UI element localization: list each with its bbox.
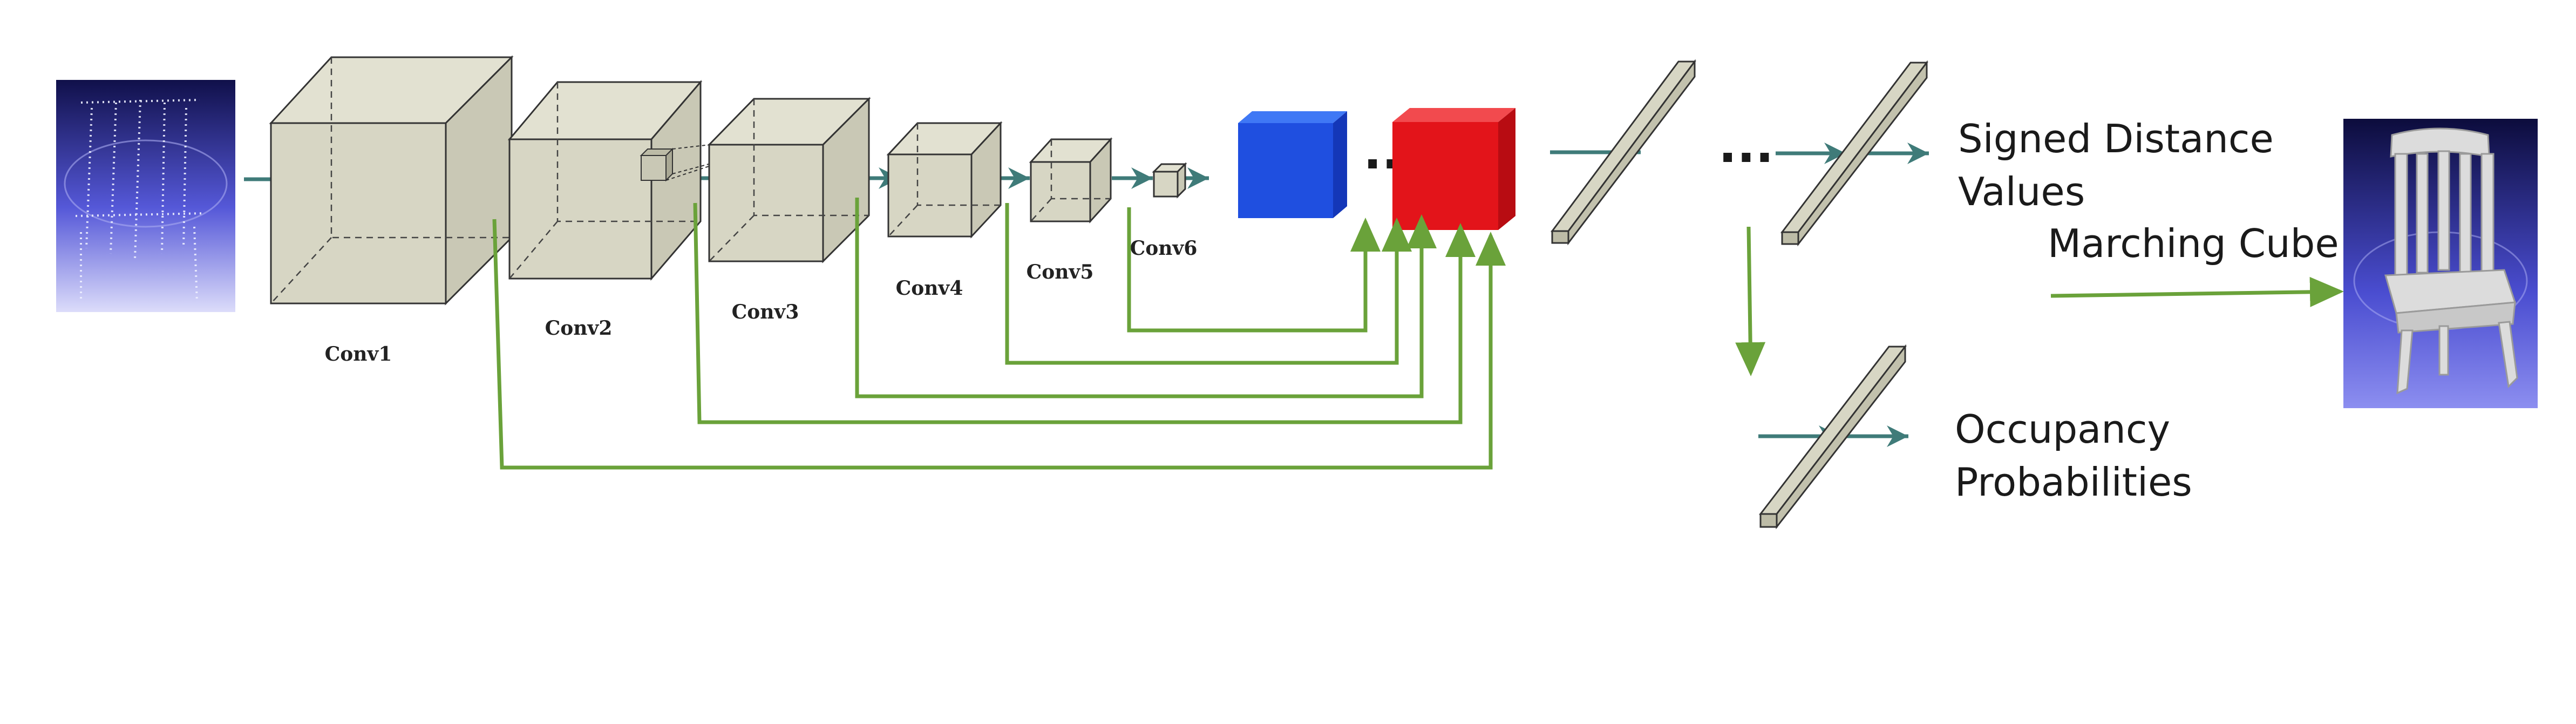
flow-arrow-12 — [1840, 425, 1908, 447]
conv5-block — [1029, 137, 1113, 224]
conv5-label: Conv5 — [1027, 261, 1094, 283]
occupancy-label-line2: Probabilities — [1955, 459, 2192, 505]
fc-layer-1 — [1551, 59, 1696, 246]
sdf-label-line1: Signed Distance — [1958, 116, 2274, 161]
mesh-chair-icon — [2343, 119, 2538, 408]
occupancy-label-line1: Occupancy — [1955, 407, 2170, 452]
ellipsis-fc: ... — [1718, 117, 1774, 174]
conv2-block — [507, 79, 747, 281]
sdf-label-line2: Values — [1958, 169, 2085, 214]
fc-layer-occupancy — [1758, 344, 1907, 530]
marching-cube-label: Marching Cube — [2048, 221, 2339, 266]
conv6-block — [1152, 162, 1187, 199]
feature-cube-blue — [1238, 111, 1347, 218]
point-cloud-chair-icon — [56, 80, 235, 312]
conv4-block — [886, 121, 1003, 239]
feature-cube-red — [1392, 108, 1515, 230]
conv6-label: Conv6 — [1130, 237, 1198, 260]
conv2-label: Conv2 — [545, 317, 613, 340]
fc-layer-2 — [1780, 60, 1929, 247]
skip-connections — [492, 198, 2344, 470]
conv4-label: Conv4 — [896, 277, 963, 300]
conv1-block — [269, 55, 514, 306]
flow-arrow-9 — [1776, 143, 1846, 164]
conv3-block — [707, 97, 871, 263]
flow-arrow-7 — [1182, 167, 1209, 189]
occupancy-branch-arrow — [1735, 226, 1766, 376]
marching-cube-arrow — [2050, 276, 2344, 307]
conv3-label: Conv3 — [732, 301, 799, 323]
conv1-label: Conv1 — [325, 343, 392, 366]
flow-arrow-6 — [1112, 167, 1153, 189]
